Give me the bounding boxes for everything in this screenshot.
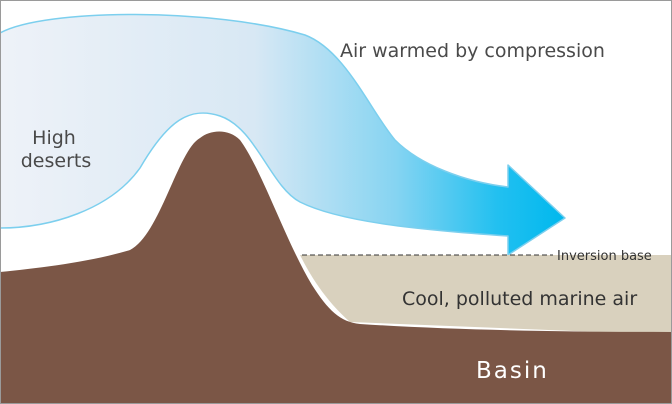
warm-air-arrow — [0, 13, 566, 256]
mountain-and-basin-ground — [0, 131, 672, 404]
air-warmed-label: Air warmed by compression — [340, 40, 605, 62]
high-deserts-label-line1: High — [32, 127, 76, 149]
basin-label: Basin — [476, 358, 549, 384]
marine-air-layer — [300, 255, 672, 335]
high-deserts-label-line2: deserts — [21, 150, 92, 172]
inversion-base-label: Inversion base — [557, 249, 652, 264]
marine-air-label: Cool, polluted marine air — [402, 288, 637, 310]
